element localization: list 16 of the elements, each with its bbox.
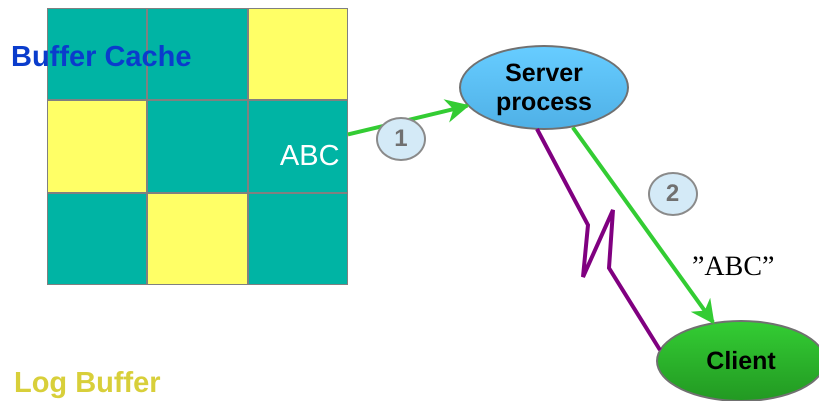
- cache-block: [147, 192, 248, 285]
- cache-block: [248, 192, 348, 285]
- network-link: [535, 128, 662, 352]
- node-label: Client: [705, 346, 777, 376]
- area-title: Log Buffer: [14, 366, 161, 401]
- cache-block: [147, 100, 248, 193]
- node-label: Server process: [495, 58, 593, 116]
- cache-block: [47, 192, 148, 285]
- arrow: [571, 126, 715, 324]
- node-label: ABC: [280, 138, 340, 174]
- step-number-badge: 2: [648, 172, 698, 216]
- cache-block: [248, 8, 348, 100]
- cache-block: [248, 100, 348, 193]
- data-label: ”ABC”: [692, 250, 774, 284]
- cache-block: [47, 100, 148, 193]
- step-number-badge: 1: [376, 116, 426, 161]
